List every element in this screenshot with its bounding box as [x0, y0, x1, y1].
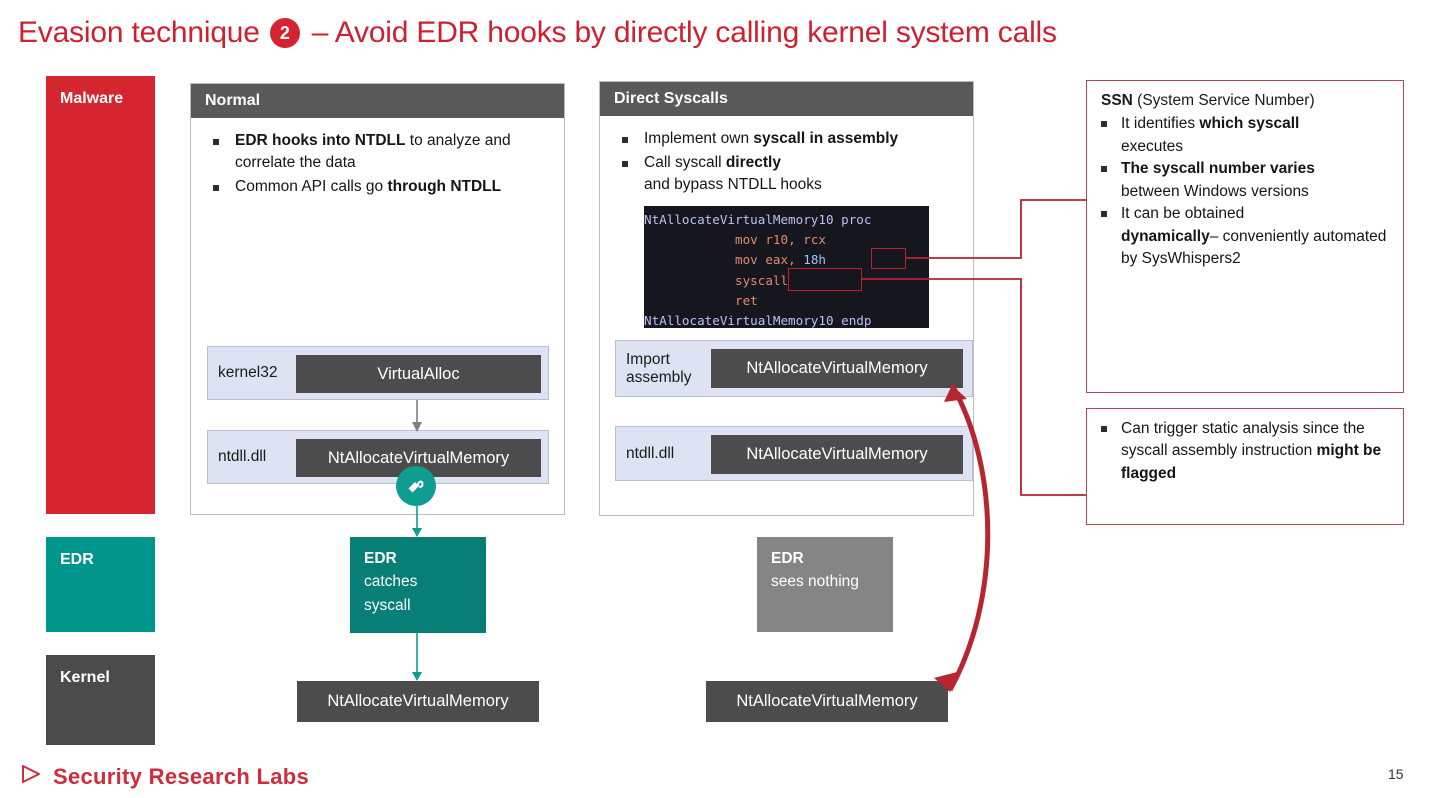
bullet-strong: syscall in assembly — [753, 130, 899, 147]
lane-malware: Malware — [46, 76, 155, 514]
bullet-item: It identifies which syscall executes — [1095, 113, 1393, 158]
technique-number-badge: 2 — [269, 18, 300, 48]
code-line: mov r10, rcx — [735, 232, 826, 248]
bullet-item: Common API calls go through NTDLL — [205, 176, 550, 198]
title-prefix: Evasion technique — [18, 16, 260, 49]
edr-catches-line1: catches — [364, 573, 418, 591]
row-ntdll-right[interactable]: ntdll.dll NtAllocateVirtualMemory — [615, 426, 973, 481]
title-suffix: – Avoid EDR hooks by directly calling ke… — [311, 16, 1057, 49]
bullet-square-icon — [622, 137, 628, 143]
callout-static-analysis: Can trigger static analysis since the sy… — [1086, 408, 1404, 525]
bullet-strong: might be flagged — [1121, 442, 1382, 482]
footer-logo: Security Research Labs — [18, 762, 309, 791]
bullet-square-icon — [622, 161, 628, 167]
edr-catches-title: EDR — [364, 550, 397, 567]
edr-sees-nothing-title: EDR — [771, 550, 804, 567]
bullet-pre: Call syscall — [644, 154, 726, 171]
row-ntdll-left-label: ntdll.dll — [218, 448, 267, 466]
bullet-post: between Windows versions — [1121, 182, 1309, 200]
bullet-strong: The syscall number varies — [1121, 160, 1315, 178]
row-import-assembly-label: Import assembly — [626, 350, 692, 386]
row-import-assembly[interactable]: Import assembly NtAllocateVirtualMemory — [615, 340, 973, 397]
callout-ssn-expansion: (System Service Number) — [1132, 92, 1315, 109]
bullet-square-icon — [1101, 166, 1107, 173]
edr-sees-nothing-line1: sees nothing — [771, 573, 859, 591]
bullet-item: Can trigger static analysis since the sy… — [1095, 418, 1393, 485]
assembly-code-block: NtAllocateVirtualMemory10 proc mov r10, … — [644, 206, 929, 328]
bullet-item: The syscall number varies between Windows… — [1095, 158, 1393, 203]
play-triangle-icon — [18, 762, 42, 791]
bullet-square-icon — [1101, 211, 1107, 218]
row-ntdll-right-function[interactable]: NtAllocateVirtualMemory — [711, 435, 963, 474]
row-ntdll-right-label: ntdll.dll — [626, 444, 675, 462]
bullet-pre: Common API calls go — [235, 178, 388, 195]
row-kernel32[interactable]: kernel32 VirtualAlloc — [207, 346, 549, 400]
edr-sees-nothing-box: EDR sees nothing — [757, 537, 893, 632]
bullet-item: EDR hooks into NTDLL to analyze and corr… — [205, 130, 550, 174]
kernel-call-right: NtAllocateVirtualMemory — [706, 681, 948, 722]
panel-normal-header: Normal — [191, 84, 564, 118]
bullet-strong: EDR hooks into NTDLL — [235, 132, 406, 149]
row-ntdll-left[interactable]: ntdll.dll NtAllocateVirtualMemory — [207, 430, 549, 484]
bullet-post: executes — [1121, 137, 1184, 155]
bullet-item: It can be obtained dynamically– convenie… — [1095, 203, 1393, 270]
bullet-post: – conveniently automated by SysWhispers2 — [1121, 227, 1387, 268]
bullet-pre: Can trigger static analysis since the sy… — [1121, 420, 1365, 460]
panel-normal-bullets: EDR hooks into NTDLL to analyze and corr… — [191, 118, 564, 198]
bullet-item: Implement own syscall in assembly — [614, 128, 959, 150]
row-import-assembly-function[interactable]: NtAllocateVirtualMemory — [711, 349, 963, 388]
lane-kernel: Kernel — [46, 655, 155, 745]
page-title: Evasion technique 2 – Avoid EDR hooks by… — [18, 10, 1418, 56]
code-line: NtAllocateVirtualMemory10 proc — [644, 212, 872, 227]
bullet-strong: dynamically — [1121, 227, 1210, 245]
code-line: NtAllocateVirtualMemory10 endp — [644, 313, 872, 329]
panel-direct-bullets: Implement own syscall in assembly Call s… — [600, 116, 973, 196]
highlight-syscall-instruction — [788, 268, 862, 291]
highlight-ssn-value — [871, 248, 906, 269]
bullet-strong: through NTDLL — [387, 178, 502, 195]
page-number: 15 — [1388, 766, 1404, 782]
code-line: ret — [735, 292, 758, 308]
callout-ssn-lead: SSN (System Service Number) — [1101, 90, 1393, 112]
bullet-pre: It can be obtained — [1121, 205, 1245, 223]
code-line: syscall — [735, 272, 789, 288]
panel-direct-header: Direct Syscalls — [600, 82, 973, 116]
bullet-post: and bypass NTDLL hooks — [644, 176, 822, 193]
bullet-square-icon — [1101, 426, 1107, 432]
bullet-square-icon — [213, 139, 219, 145]
footer-brand: Security Research Labs — [53, 763, 310, 789]
lane-edr-label: EDR — [60, 551, 94, 568]
row-kernel32-label: kernel32 — [218, 364, 278, 382]
edr-catches-box: EDR catches syscall — [350, 537, 486, 633]
bullet-strong: which syscall — [1199, 115, 1300, 133]
bullet-pre: It identifies — [1121, 115, 1200, 133]
bullet-square-icon — [213, 185, 219, 191]
lane-edr: EDR — [46, 537, 155, 632]
row-ntdll-left-function[interactable]: NtAllocateVirtualMemory — [296, 439, 541, 477]
bullet-pre: Implement own — [644, 130, 754, 147]
hook-icon-active — [396, 466, 436, 506]
bullet-square-icon — [1101, 121, 1107, 128]
code-line: mov eax, 18h — [735, 252, 826, 268]
bullet-strong: directly — [725, 154, 781, 171]
callout-ssn-acronym: SSN — [1101, 92, 1133, 109]
row-kernel32-function[interactable]: VirtualAlloc — [296, 355, 541, 393]
lane-kernel-label: Kernel — [60, 669, 110, 686]
kernel-call-left: NtAllocateVirtualMemory — [297, 681, 539, 722]
lane-malware-label: Malware — [60, 90, 124, 107]
bullet-item: Call syscall directly and bypass NTDLL ho… — [614, 152, 959, 196]
bullet-rest: to analyze and correlate the data — [235, 132, 511, 171]
edr-catches-line2: syscall — [364, 596, 411, 614]
callout-ssn: SSN (System Service Number) It identifie… — [1086, 80, 1404, 393]
